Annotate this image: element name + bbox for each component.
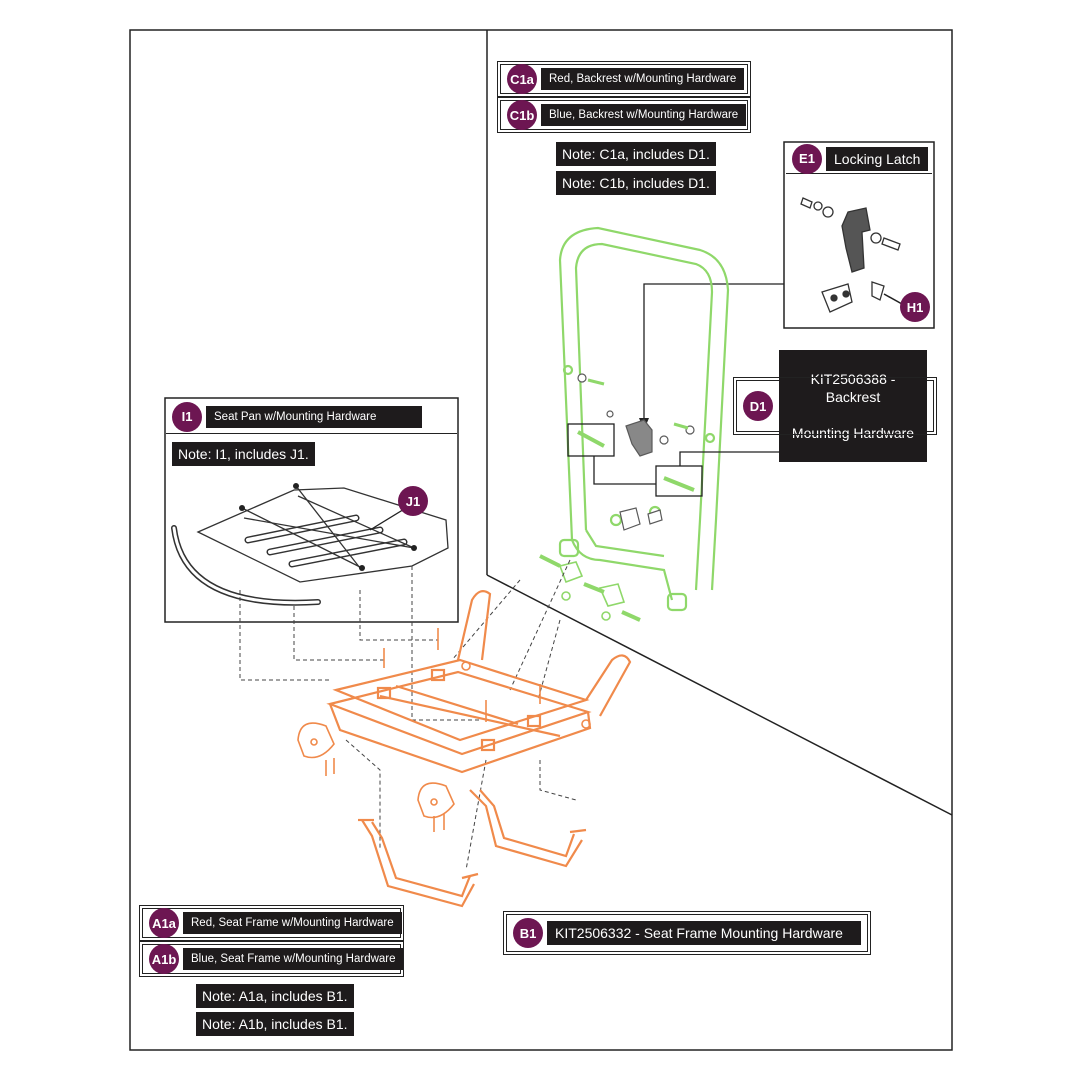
note-a1a: Note: A1a, includes B1. [196, 984, 354, 1008]
b1-label: KIT2506332 - Seat Frame Mounting Hardwar… [547, 921, 861, 945]
note-c1a: Note: C1a, includes D1. [556, 142, 716, 166]
callout-e1: E1 Locking Latch [786, 143, 932, 174]
seat-frame-bolts [383, 628, 591, 729]
d1-label: KIT2506388 - Backrest Mounting Hardware [779, 350, 927, 462]
d1-highlight-right [655, 465, 703, 497]
i1-label: Seat Pan w/Mounting Hardware [206, 405, 422, 428]
d1-bolt-left [577, 430, 605, 448]
e1-badge: E1 [792, 143, 822, 174]
c1a-label: Red, Backrest w/Mounting Hardware [541, 68, 745, 90]
callout-c1b: C1b Blue, Backrest w/Mounting Hardware [497, 97, 751, 133]
outer-frame [129, 29, 953, 1051]
e1-leader-line [643, 283, 784, 424]
j1-leader-line [369, 507, 407, 531]
seat-frame-side-plate-right [417, 782, 455, 832]
c1b-label: Blue, Backrest w/Mounting Hardware [541, 104, 747, 126]
backrest-mount-hardware [577, 373, 695, 531]
seat-frame-side-plate-left [297, 722, 335, 776]
c1b-badge: C1b [507, 100, 537, 130]
j1-badge: J1 [398, 486, 428, 516]
callout-b1: B1 KIT2506332 - Seat Frame Mounting Hard… [503, 911, 871, 955]
h1-badge: H1 [900, 292, 930, 322]
callout-c1a: C1a Red, Backrest w/Mounting Hardware [497, 61, 751, 97]
a1a-label: Red, Seat Frame w/Mounting Hardware [183, 912, 402, 934]
seat-frame-bracket-rear [469, 789, 587, 868]
e1-label: Locking Latch [826, 146, 929, 171]
callout-i1: I1 Seat Pan w/Mounting Hardware [166, 400, 457, 434]
callout-a1b: A1b Blue, Seat Frame w/Mounting Hardware [139, 941, 404, 977]
d1-label-line2: Mounting Hardware [791, 425, 915, 441]
floor-line [486, 574, 953, 816]
callout-a1a: A1a Red, Seat Frame w/Mounting Hardware [139, 905, 404, 941]
a1a-badge: A1a [149, 908, 179, 938]
d1-badge: D1 [743, 391, 773, 421]
seat-pan-screws [239, 483, 417, 571]
d1-highlight-left [567, 423, 615, 457]
a1b-badge: A1b [149, 944, 179, 974]
h1-leader-line [883, 293, 903, 305]
note-c1b: Note: C1b, includes D1. [556, 171, 716, 195]
backrest-frame [558, 226, 730, 612]
d1-leader-line [593, 456, 656, 485]
note-a1b: Note: A1b, includes B1. [196, 1012, 354, 1036]
i1-badge: I1 [172, 401, 202, 432]
c1a-badge: C1a [507, 64, 537, 94]
callout-d1: D1 KIT2506388 - Backrest Mounting Hardwa… [733, 350, 937, 462]
b1-badge: B1 [513, 918, 543, 948]
seat-frame-bracket-front [358, 818, 479, 908]
note-i1: Note: I1, includes J1. [172, 442, 315, 466]
d1-bolt-right [663, 476, 695, 492]
backrest-lower-hardware [539, 554, 641, 622]
a1b-label: Blue, Seat Frame w/Mounting Hardware [183, 948, 404, 970]
d1-label-line1: KIT2506388 - Backrest [810, 371, 896, 405]
locking-latch-part [800, 197, 901, 313]
seat-pan-part [171, 485, 449, 606]
